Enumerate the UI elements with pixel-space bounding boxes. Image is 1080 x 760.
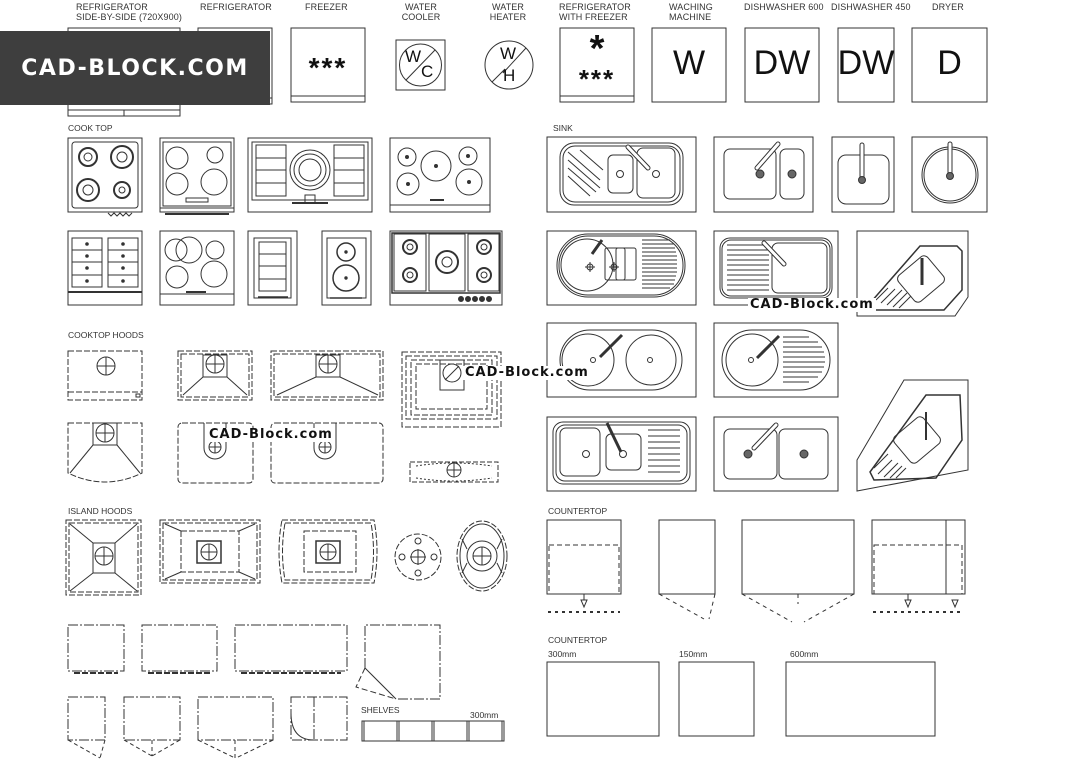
section-countertop-1: COUNTERTOP [548, 506, 608, 516]
watermark-sink: CAD-Block.com [748, 297, 876, 312]
cooktop-domino-2-zone [321, 230, 372, 306]
cabinet-corner-2 [290, 696, 348, 741]
cooktop-hood-7 [270, 422, 384, 484]
cooktop-hood-3 [270, 350, 384, 401]
section-cook-top: COOK TOP [68, 123, 113, 133]
label-refrigerator-sbs-line1: REFRIGERATOR [76, 2, 148, 12]
cooktop-domino-teppanyaki [247, 230, 298, 306]
watermark-hood-2: CAD-Block.com [207, 427, 335, 442]
label-ref-freezer-1: REFRIGERATOR [559, 2, 631, 12]
label-washing-2: MACHINE [669, 12, 712, 22]
label-freezer: FREEZER [305, 2, 348, 12]
sink-double-bowl-2 [713, 416, 839, 492]
label-refrigerator-sbs-line2: SIDE-BY-SIDE (720X900) [76, 12, 182, 22]
label-washing-1: WACHING [669, 2, 713, 12]
sink-corner-2 [856, 379, 969, 492]
countertop-elev-1 [546, 519, 622, 613]
cooktop-induction-5-zone [389, 137, 491, 213]
dishwasher450-symbol: DW [837, 44, 895, 82]
countertop-150 [678, 661, 755, 737]
cooktop-hood-8 [409, 461, 499, 483]
label-dryer: DRYER [932, 2, 964, 12]
label-ref-freezer-2: WITH FREEZER [559, 12, 628, 22]
dim-ct-300: 300mm [548, 649, 577, 659]
sink-double-bowl-drainer [546, 136, 697, 213]
cooktop-hood-5 [67, 422, 143, 483]
water-cooler-w: W [405, 47, 422, 66]
section-island-hoods: ISLAND HOODS [68, 506, 133, 516]
label-dishwasher-600: DISHWASHER 600 [744, 2, 824, 12]
cooktop-electric-4-zone [159, 137, 235, 215]
sink-round-basin [911, 136, 988, 213]
shelves-block [361, 720, 505, 742]
label-dishwasher-450: DISHWASHER 450 [831, 2, 911, 12]
water-cooler-c: C [421, 62, 434, 81]
countertop-elev-3 [741, 519, 855, 623]
dishwasher-450-block [837, 27, 895, 103]
cooktop-hood-6 [177, 422, 254, 484]
countertop-600 [785, 661, 936, 737]
cooktop-hood-2 [177, 350, 253, 401]
sink-double-bowl [713, 136, 814, 213]
water-heater-h: H [503, 66, 516, 85]
island-hood-1 [65, 519, 142, 596]
ref-freezer-stars: *** [578, 64, 616, 94]
countertop-300 [546, 661, 660, 737]
island-hood-3 [278, 519, 378, 584]
dryer-symbol: D [937, 44, 962, 82]
sink-single-square [831, 136, 895, 213]
island-hood-4-round [394, 533, 442, 581]
cabinet-plan-1 [67, 624, 125, 674]
sink-double-bowl-drainer-2 [546, 416, 697, 492]
cabinet-plan-2 [141, 624, 218, 674]
label-refrigerator: REFRIGERATOR [200, 2, 272, 12]
section-countertop-2: COUNTERTOP [548, 635, 608, 645]
cooktop-gas-5-burner [389, 230, 503, 306]
dishwasher-600-block [744, 27, 820, 103]
freezer-block [290, 27, 366, 103]
countertop-elev-4 [871, 519, 966, 613]
watermark-banner: CAD-BLOCK.COM [0, 31, 270, 105]
dryer-block [911, 27, 988, 103]
sink-round-bowl-drainer [546, 230, 697, 306]
island-hood-5-oval [456, 520, 508, 592]
countertop-elev-2 [658, 519, 716, 620]
sink-double-round-bowl [546, 322, 697, 398]
section-shelves: SHELVES [361, 705, 400, 715]
label-water-heater-1: WATER [492, 2, 524, 12]
cooktop-wok-center [247, 137, 373, 213]
island-hood-2 [159, 519, 261, 584]
water-cooler-block [395, 39, 446, 91]
cooktop-teppanyaki [67, 230, 143, 306]
cooktop-gas-4-burner [67, 137, 143, 217]
cabinet-plan-3 [234, 624, 348, 674]
washing-symbol: W [672, 44, 706, 82]
cabinet-door-2 [123, 696, 181, 757]
freezer-symbol: *** [308, 52, 348, 83]
dim-ct-150: 150mm [679, 649, 708, 659]
cabinet-door-1 [67, 696, 106, 759]
cooktop-hood-1 [67, 350, 143, 401]
water-heater-w: W [500, 44, 517, 63]
ref-freezer-star: * [589, 28, 605, 70]
cabinet-door-3 [197, 696, 274, 759]
section-sink: SINK [553, 123, 573, 133]
label-water-cooler-2: COOLER [401, 12, 441, 22]
label-water-cooler-1: WATER [405, 2, 437, 12]
dim-shelves-300: 300mm [470, 710, 499, 720]
cooktop-ceramic-bridge [159, 230, 235, 306]
refrigerator-with-freezer-block [559, 27, 635, 103]
section-cooktop-hoods: COOKTOP HOODS [68, 330, 144, 340]
washing-machine-block [651, 27, 727, 103]
dim-ct-600: 600mm [790, 649, 819, 659]
dishwasher600-symbol: DW [753, 44, 811, 82]
cooktop-hood-4 [401, 351, 502, 428]
watermark-hood-1: CAD-Block.com [463, 365, 591, 380]
water-heater-block [484, 40, 534, 90]
cabinet-corner [355, 624, 441, 700]
sink-single-bowl-drainer [713, 230, 839, 306]
label-water-heater-2: HEATER [489, 12, 527, 22]
sink-round-bowl-drainer-2 [713, 322, 839, 398]
